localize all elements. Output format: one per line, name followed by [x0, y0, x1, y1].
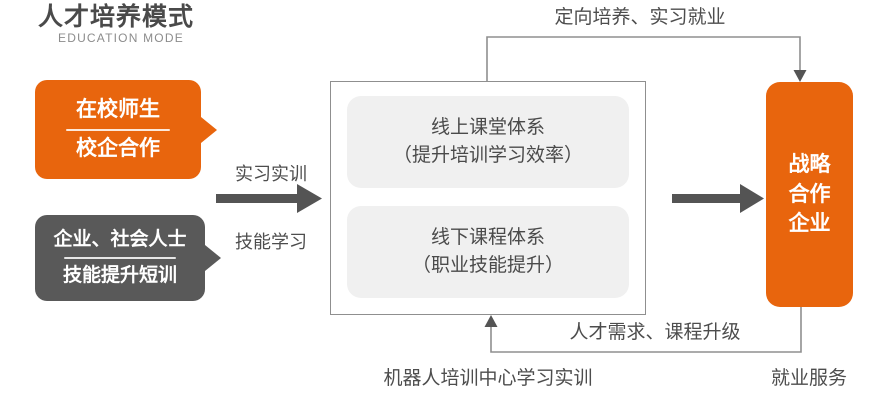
- card-online-course[interactable]: 线上课堂体系 （提升培训学习效率）: [347, 96, 629, 188]
- page-title: 人才培养模式: [38, 3, 195, 31]
- middle-arrow-label-top: 实习实训: [235, 164, 307, 184]
- callout-divider: [66, 128, 170, 131]
- middle-arrow-label-bottom: 技能学习: [235, 232, 307, 252]
- callout-line-1: 在校师生: [76, 98, 160, 122]
- callout-line-1: 企业、社会人士: [53, 229, 187, 251]
- middle-right-arrow-icon: [672, 184, 764, 213]
- card-note: （提升培训学习效率）: [392, 145, 583, 166]
- callout-tail-icon: [201, 116, 217, 143]
- callout-line-2: 技能提升短训: [62, 265, 177, 286]
- callout-line-2: 校企合作: [76, 136, 160, 160]
- partner-line-2: 合作: [788, 182, 831, 206]
- card-title: 线上课堂体系: [430, 117, 545, 139]
- card-note: （职业技能提升）: [411, 255, 564, 276]
- middle-left-arrow-icon: [216, 184, 322, 213]
- callout-students-teachers[interactable]: 在校师生 校企合作: [35, 80, 217, 179]
- top-loop-path: [486, 36, 807, 82]
- callout-divider: [64, 257, 176, 259]
- training-center-box: 线上课堂体系 （提升培训学习效率） 线下课程体系 （职业技能提升）: [330, 81, 646, 315]
- callout-tail-icon: [205, 245, 221, 271]
- caption-employment-service: 就业服务: [770, 368, 847, 389]
- page-subtitle: EDUCATION MODE: [58, 31, 184, 45]
- caption-training-center: 机器人培训中心学习实训: [383, 368, 593, 389]
- strategic-partner-box[interactable]: 战略 合作 企业: [766, 82, 853, 307]
- partner-line-3: 企业: [788, 212, 831, 236]
- card-title: 线下课程体系: [430, 227, 545, 249]
- callout-enterprise-social[interactable]: 企业、社会人士 技能提升短训: [35, 215, 221, 301]
- partner-line-1: 战略: [788, 152, 831, 176]
- top-loop-label: 定向培养、实习就业: [554, 7, 726, 28]
- card-offline-course[interactable]: 线下课程体系 （职业技能提升）: [347, 206, 629, 298]
- bottom-loop-label: 人才需求、课程升级: [569, 322, 741, 343]
